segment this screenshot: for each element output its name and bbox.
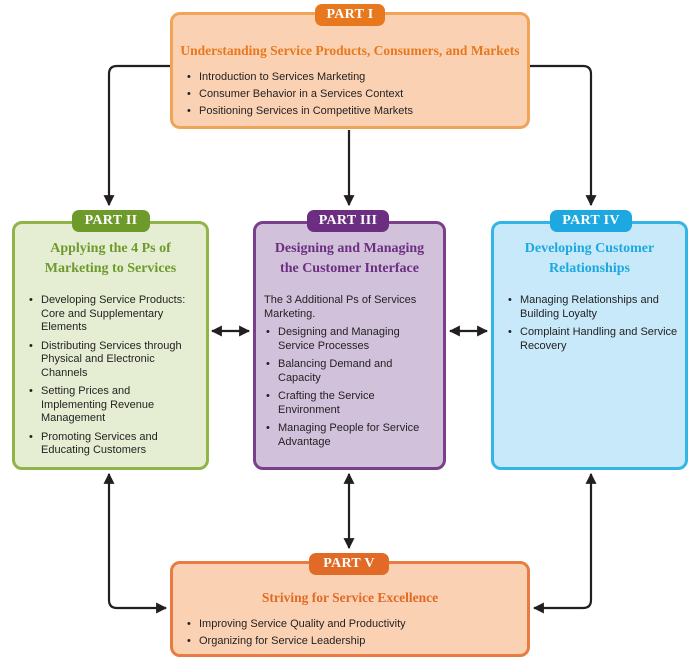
part2-list: Developing Service Products: Core and Su… <box>27 294 202 463</box>
part5-title: Striving for Service Excellence <box>261 590 439 605</box>
part2-item: Distributing Services through Physical a… <box>27 340 202 381</box>
part3-item: Balancing Demand and Capacity <box>264 358 439 385</box>
part2-title: Applying the 4 Ps of Marketing to Servic… <box>15 239 206 279</box>
part3-title-line: the Customer Interface <box>280 261 419 276</box>
part2-item-line: Core and Supplementary <box>41 307 164 320</box>
part2-box: Applying the 4 Ps of Marketing to Servic… <box>12 221 209 470</box>
part4-title: Developing Customer Relationships <box>494 239 685 279</box>
part2-item-line: Developing Service Products: <box>41 294 186 306</box>
part5-list: Improving Service Quality and Productivi… <box>185 618 520 652</box>
part5-item: Improving Service Quality and Productivi… <box>185 618 520 632</box>
part2-tag: PART II <box>72 210 150 232</box>
part5-item: Organizing for Service Leadership <box>185 635 520 649</box>
part1-item: Positioning Services in Competitive Mark… <box>185 105 520 119</box>
part1-tag: PART I <box>315 4 385 26</box>
part4-title-line: Developing Customer <box>524 241 655 256</box>
part2-item-line: Elements <box>41 321 87 333</box>
part1-item: Introduction to Services Marketing <box>185 71 520 85</box>
part5-tag: PART V <box>309 553 389 575</box>
arrow-part4-part5 <box>532 472 597 614</box>
part3-intro-line: The 3 Additional Ps of Services <box>264 294 417 306</box>
part3-item: Managing People for Service Advantage <box>264 422 439 449</box>
part1-title: Understanding Service Products, Consumer… <box>180 43 520 58</box>
part2-item: Promoting Services and Educating Custome… <box>27 431 202 458</box>
part4-item: Managing Relationships and Building Loya… <box>506 294 681 321</box>
part1-box: Understanding Service Products, Consumer… <box>170 12 530 129</box>
part3-tag: PART III <box>307 210 389 232</box>
part3-item: Crafting the Service Environment <box>264 390 439 417</box>
part2-item-line: Management <box>41 412 106 424</box>
part4-tag: PART IV <box>550 210 632 232</box>
part4-title-line: Relationships <box>549 261 630 276</box>
part1-item: Consumer Behavior in a Services Context <box>185 88 520 102</box>
part3-list: Designing and Managing Service Processes… <box>264 326 439 454</box>
part3-item-line: Crafting the Service <box>278 390 375 402</box>
part2-title-line: Marketing to Services <box>44 261 177 276</box>
part2-item-line: Distributing Services through <box>41 339 182 352</box>
part3-item-line: Balancing Demand and <box>278 358 393 370</box>
part3-intro-line: Marketing. <box>264 307 316 320</box>
part4-item-line: Recovery <box>520 339 567 352</box>
part4-item-line: Building Loyalty <box>520 307 598 320</box>
part2-item-line: Physical and Electronic <box>41 353 155 365</box>
part3-item-line: Service Processes <box>278 339 370 352</box>
part2-item-line: Implementing Revenue <box>41 398 155 411</box>
part4-item-line: Managing Relationships and <box>520 294 659 306</box>
part1-list: Introduction to Services Marketing Consu… <box>185 71 520 122</box>
arrow-part2-part5 <box>103 472 168 614</box>
part3-item-line: Managing People for Service <box>278 422 420 434</box>
part3-item-line: Environment <box>278 403 340 416</box>
part4-list: Managing Relationships and Building Loya… <box>506 294 681 358</box>
part2-item-line: Promoting Services and <box>41 430 158 443</box>
part3-title: Designing and Managing the Customer Inte… <box>256 239 443 279</box>
part5-box: Striving for Service Excellence Improvin… <box>170 561 530 657</box>
part2-item-line: Channels <box>41 366 88 379</box>
part3-intro: The 3 Additional Ps of Services Marketin… <box>264 294 439 321</box>
part3-item: Designing and Managing Service Processes <box>264 326 439 353</box>
arrow-part1-to-part2 <box>103 64 170 207</box>
part2-item-line: Educating Customers <box>41 444 147 456</box>
part3-item-line: Capacity <box>278 371 321 384</box>
part3-title-line: Designing and Managing <box>274 241 425 256</box>
part3-item-line: Advantage <box>278 435 331 448</box>
part4-item-line: Complaint Handling and Service <box>520 326 678 338</box>
part2-item-line: Setting Prices and <box>41 385 131 397</box>
part2-title-line: Applying the 4 Ps of <box>50 241 171 256</box>
part3-item-line: Designing and Managing <box>278 326 400 338</box>
part2-item: Developing Service Products: Core and Su… <box>27 294 202 335</box>
arrow-part1-to-part4 <box>530 64 597 207</box>
part3-box: Designing and Managing the Customer Inte… <box>253 221 446 470</box>
part4-item: Complaint Handling and Service Recovery <box>506 326 681 353</box>
part2-item: Setting Prices and Implementing Revenue … <box>27 385 202 426</box>
part4-box: Developing Customer Relationships Managi… <box>491 221 688 470</box>
